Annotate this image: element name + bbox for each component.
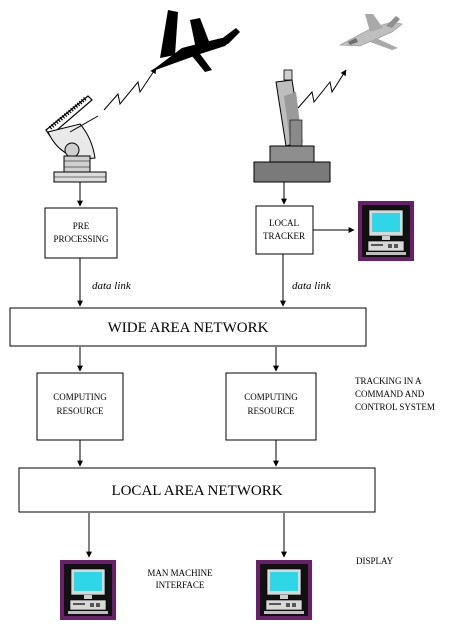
tracking-note-line3: CONTROL SYSTEM	[355, 402, 435, 412]
data-link-label-left: data link	[92, 280, 132, 292]
local-tracker-label-line1: LOCAL	[269, 218, 299, 228]
local-area-network-node: LOCAL AREA NETWORK	[18, 467, 376, 513]
computing-resource-right-node: COMPUTING RESOURCE	[225, 372, 317, 441]
computer-terminal-icon	[255, 559, 313, 621]
airliner-icon	[150, 10, 240, 72]
man-machine-label-line1: MAN MACHINE	[147, 568, 213, 578]
local-tracker-node: LOCAL TRACKER	[255, 205, 314, 255]
wide-area-network-label: WIDE AREA NETWORK	[108, 320, 269, 336]
pre-processing-label-line1: PRE	[73, 221, 90, 231]
local-area-network-label: LOCAL AREA NETWORK	[111, 483, 282, 499]
wide-area-network-node: WIDE AREA NETWORK	[9, 307, 367, 347]
pre-processing-node: PRE PROCESSING	[44, 207, 118, 259]
man-machine-label-line2: INTERFACE	[156, 580, 205, 590]
computing-resource-left-label-line1: COMPUTING	[53, 392, 107, 402]
local-tracker-label-line2: TRACKER	[263, 231, 305, 241]
display-note: DISPLAY	[356, 556, 394, 566]
tracking-note-line2: COMMAND AND	[355, 389, 425, 399]
pre-processing-label-line2: PROCESSING	[53, 234, 109, 244]
computing-resource-right-label-line1: COMPUTING	[244, 392, 298, 402]
computing-resource-left-node: COMPUTING RESOURCE	[36, 372, 124, 441]
connectors	[77, 182, 355, 558]
computing-resource-left-label-line2: RESOURCE	[56, 406, 104, 416]
tracking-radar-icon	[253, 69, 331, 183]
signal-zigzag-icon	[103, 67, 347, 111]
man-machine-interface-note: MAN MACHINE INTERFACE	[147, 568, 213, 590]
radar-dish-icon	[45, 95, 107, 183]
computing-resource-right-label-line2: RESOURCE	[247, 406, 295, 416]
tracking-note-line1: TRACKING IN A	[355, 376, 422, 386]
data-link-label-right: data link	[292, 280, 332, 292]
computer-terminal-icon	[357, 200, 415, 262]
fighter-jet-icon	[338, 14, 403, 50]
computer-terminal-icon	[59, 559, 117, 621]
tracking-system-note: TRACKING IN A COMMAND AND CONTROL SYSTEM	[355, 376, 435, 412]
